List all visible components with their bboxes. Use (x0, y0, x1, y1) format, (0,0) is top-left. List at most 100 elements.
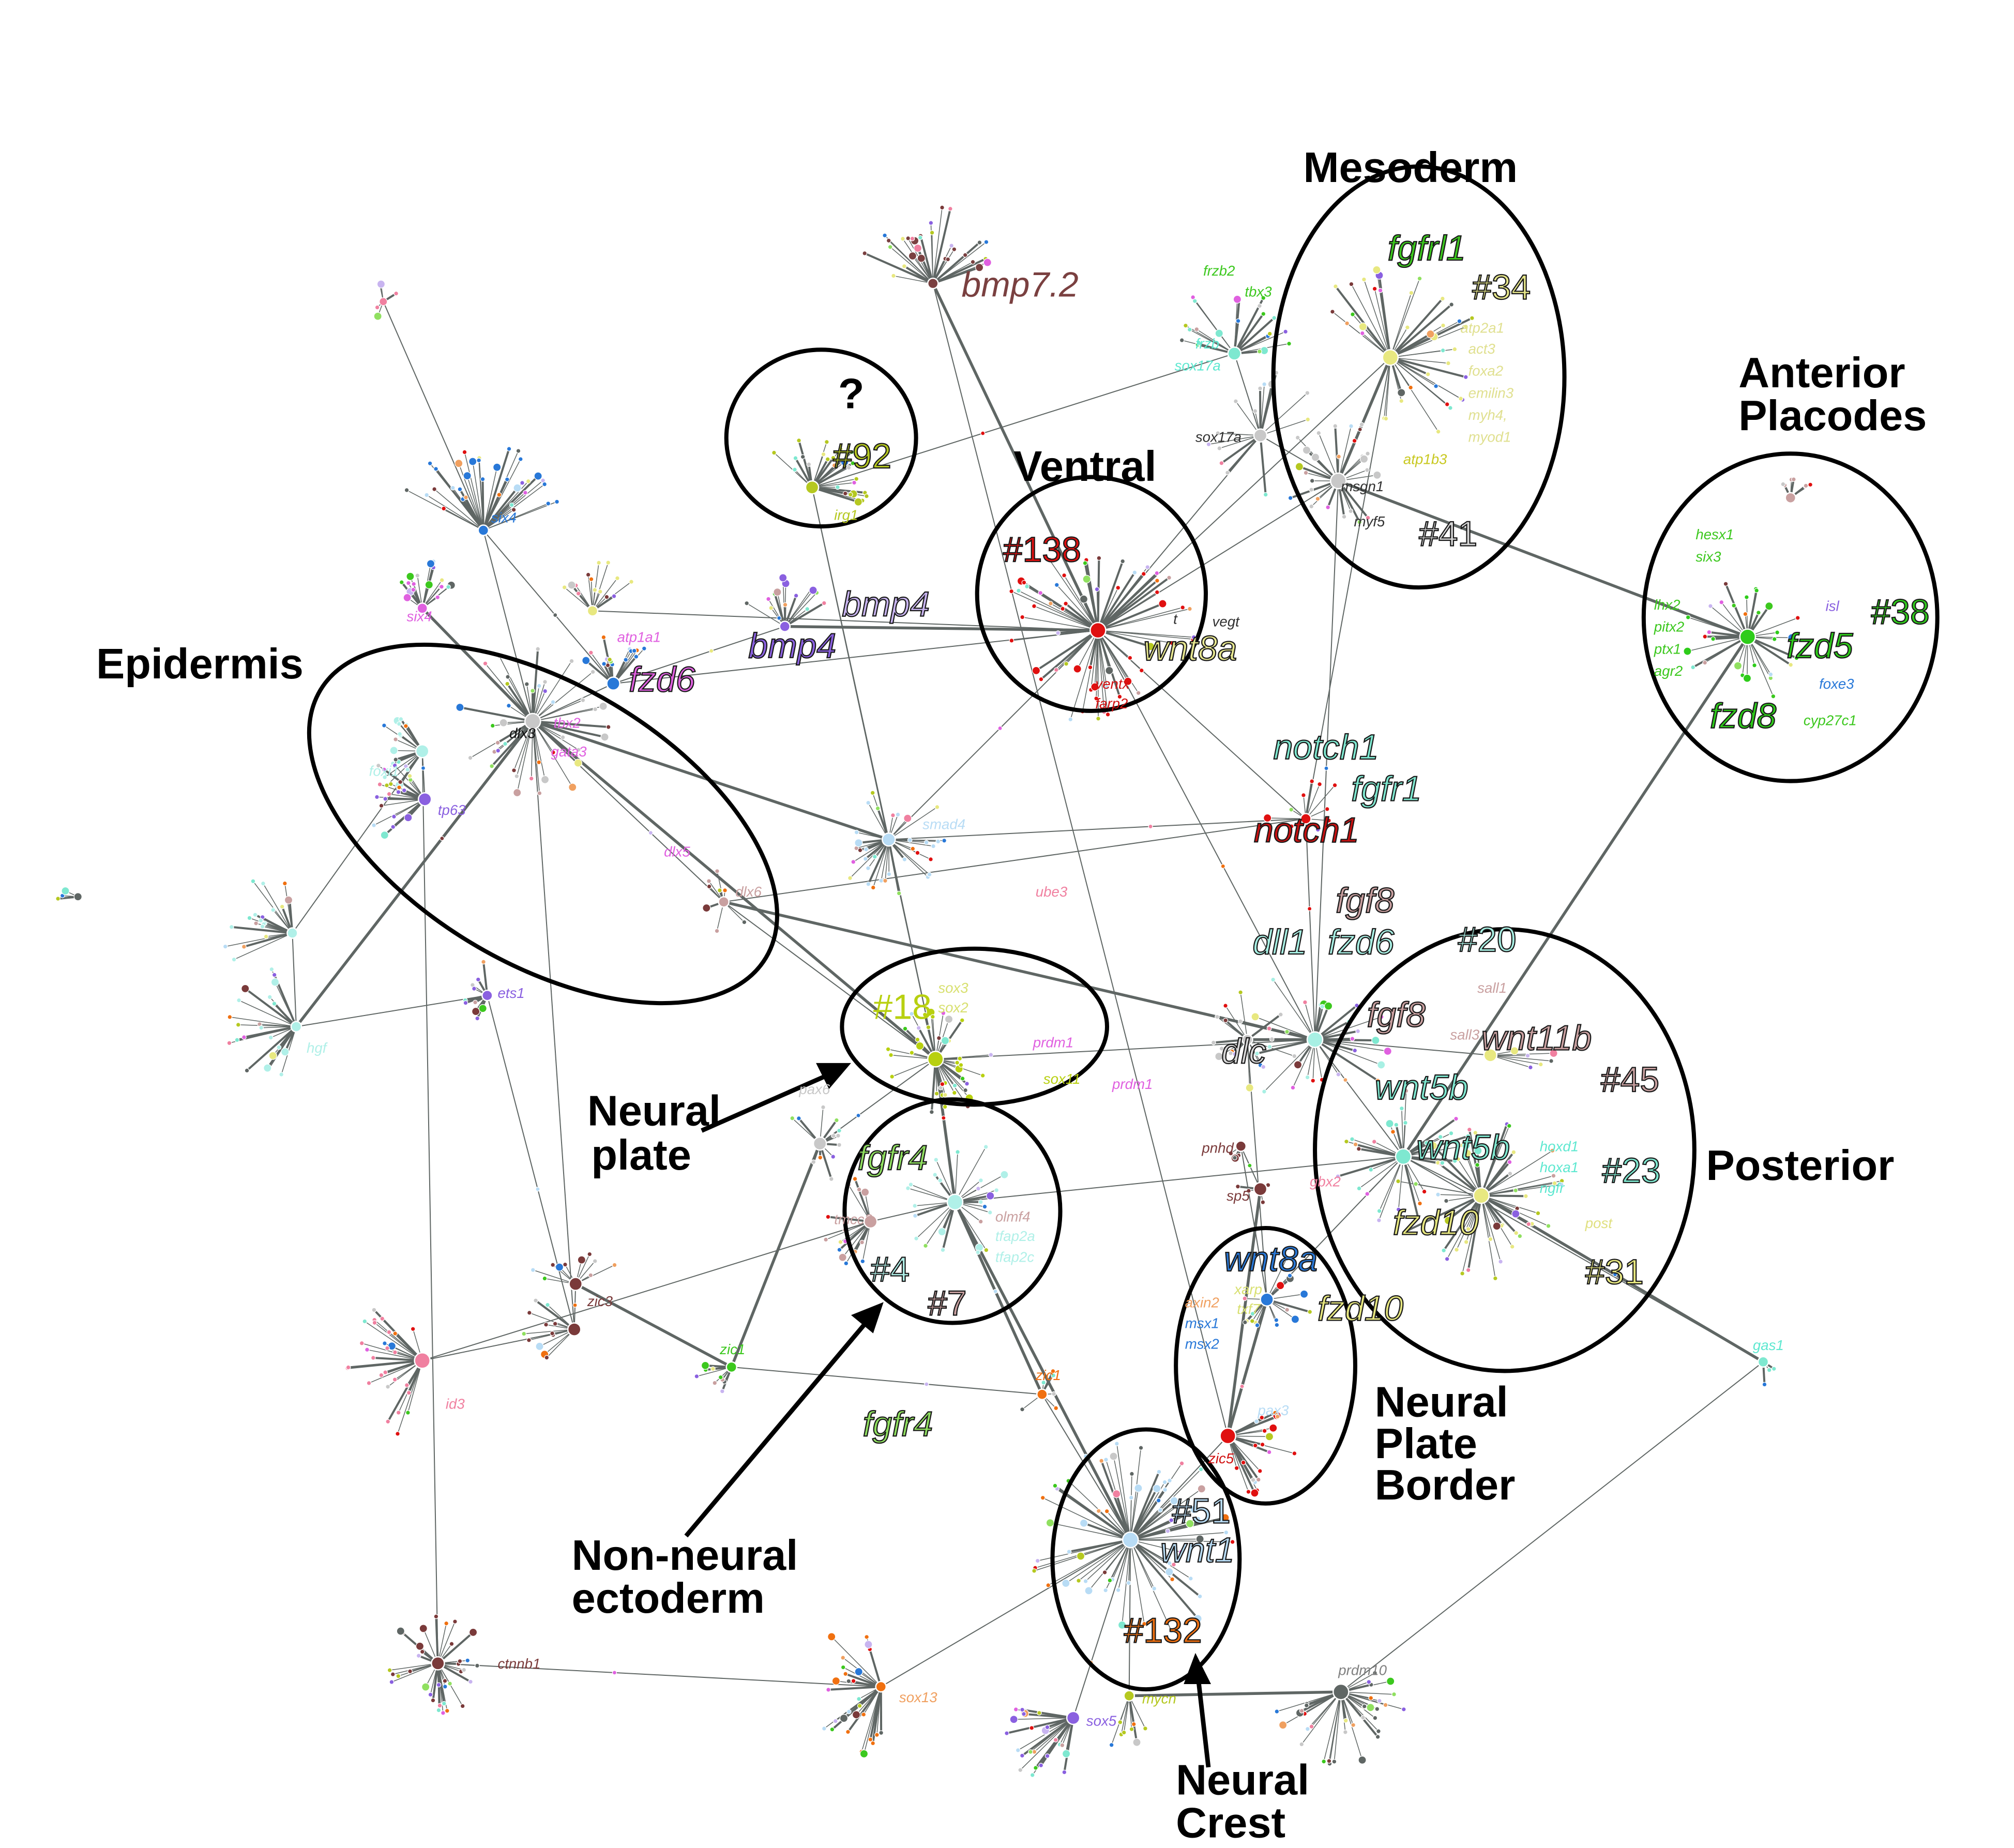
gene-node (1360, 1715, 1366, 1720)
gene-node (1197, 1485, 1206, 1493)
gene-node (396, 721, 402, 726)
gene-node (1349, 423, 1354, 429)
gene-node (436, 1707, 442, 1713)
gene-node (1356, 1186, 1362, 1191)
network-edge (1379, 1156, 1404, 1211)
gene-node (1371, 1139, 1377, 1144)
gene-node (1219, 1427, 1237, 1445)
gene-node (1309, 504, 1314, 509)
gene-node (777, 615, 782, 620)
gene-node (612, 1670, 617, 1675)
network-edge (234, 932, 293, 960)
network-edge (1340, 1361, 1764, 1692)
gene-node (415, 744, 430, 759)
gene-node (526, 1337, 532, 1343)
network-edge (1292, 1039, 1315, 1088)
gene-node (1307, 1309, 1313, 1315)
gene-node (379, 297, 388, 306)
gene-node (460, 1703, 465, 1709)
gene-node (1309, 1724, 1314, 1730)
gene-node (977, 240, 982, 245)
gene-node (365, 1347, 370, 1353)
gene-node (411, 581, 417, 587)
gene-node (1154, 589, 1160, 595)
region-label-neural-plate-1: Neural (587, 1086, 721, 1134)
network-edge (1128, 1540, 1131, 1696)
gene-node (1770, 693, 1776, 699)
gene-node (909, 1011, 915, 1017)
network-edge (1226, 434, 1262, 474)
gene-node (396, 1673, 401, 1679)
gene-node (1104, 685, 1110, 690)
gene-node (436, 1682, 442, 1688)
gene-node (1788, 633, 1796, 642)
network-edge (932, 241, 987, 284)
gene-node (1254, 1051, 1260, 1056)
gene-label: gas1 (1753, 1337, 1784, 1353)
gene-node (811, 1159, 816, 1165)
gene-node (1129, 1471, 1134, 1477)
gene-node (1132, 570, 1138, 575)
network-edge (1120, 1695, 1130, 1735)
network-edge (513, 721, 533, 771)
gene-node (612, 1262, 617, 1268)
gene-node (415, 573, 420, 579)
gene-node (424, 492, 430, 498)
gene-node (1122, 1531, 1139, 1549)
gene-node (1317, 781, 1322, 787)
gene-node (385, 1345, 390, 1351)
gene-node (601, 634, 607, 640)
gene-node (427, 461, 433, 466)
gene-label: sp5 (1226, 1188, 1250, 1204)
network-edge (1247, 1013, 1282, 1041)
gene-node (534, 472, 542, 480)
gene-node (472, 1007, 480, 1016)
gene-node (396, 1627, 405, 1635)
gene-node (1021, 1711, 1026, 1717)
network-edge (464, 452, 484, 531)
gene-node (514, 774, 520, 779)
gene-node (615, 575, 620, 581)
network-edge (1234, 306, 1260, 354)
gene-node (407, 1669, 413, 1674)
gene-node (1550, 1148, 1555, 1154)
gene-label: dlx6 (735, 884, 762, 900)
network-edge (1129, 1500, 1175, 1541)
gene-node (1473, 1187, 1490, 1204)
gene-node (1426, 329, 1435, 339)
region-label-ventral: Ventral (1013, 442, 1156, 490)
region-label-mesoderm: Mesoderm (1303, 143, 1518, 191)
gene-node (1215, 329, 1223, 338)
gene-node (276, 1044, 282, 1050)
gene-node (1247, 1163, 1252, 1168)
gene-node (706, 884, 712, 889)
gene-label: tbx3 (1245, 283, 1272, 299)
gene-node (1041, 1380, 1047, 1385)
gene-node (927, 1051, 944, 1068)
gene-node (416, 1653, 421, 1659)
gene-node (495, 748, 501, 753)
network-edge (1130, 1469, 1202, 1540)
gene-label-fgfr4: fgfr4 (858, 1139, 928, 1177)
gene-node (1350, 1036, 1355, 1041)
gene-node (607, 657, 613, 662)
gene-node (849, 449, 854, 455)
gene-node (382, 767, 387, 772)
gene-node (983, 258, 992, 267)
gene-node (1365, 451, 1370, 457)
gene-node (1187, 327, 1192, 332)
network-edge (1097, 630, 1128, 682)
gene-node (1219, 1046, 1224, 1051)
gene-node (1375, 1078, 1381, 1083)
gene-node (1246, 1489, 1251, 1494)
gene-node (702, 903, 711, 913)
gene-node (1375, 1734, 1381, 1739)
gene-node (1171, 1562, 1176, 1567)
network-edge (531, 721, 534, 779)
gene-node (1511, 1149, 1517, 1155)
gene-node (259, 1025, 264, 1031)
gene-node (540, 775, 550, 784)
gene-node (375, 763, 381, 768)
gene-node (1368, 1695, 1374, 1701)
network-edge (1688, 617, 1748, 638)
